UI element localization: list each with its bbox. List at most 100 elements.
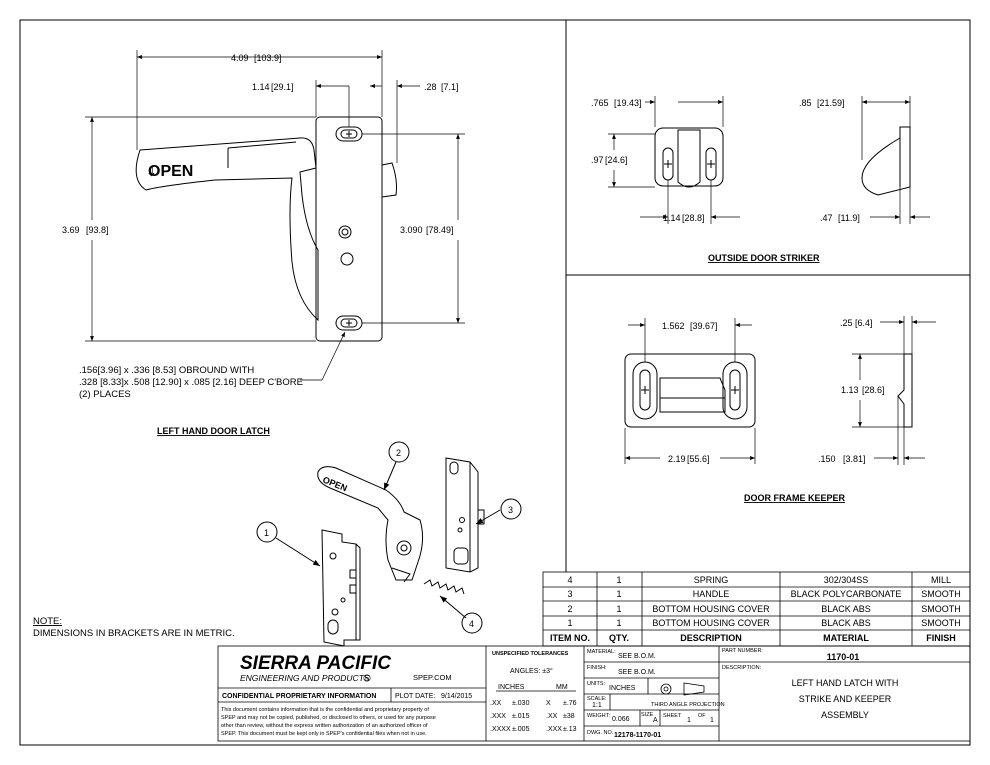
company-sub: ENGINEERING AND PRODUCTS (240, 673, 370, 683)
sheet-value: 1 (687, 717, 691, 724)
dim-keeper-thickness: .25 (840, 318, 853, 328)
tol-cell: X (546, 700, 551, 707)
bom-cell: 1 (616, 575, 621, 585)
description-line: LEFT HAND LATCH WITH (792, 678, 899, 688)
bom-cell: 302/304SS (824, 575, 869, 585)
balloon-1 (256, 521, 278, 543)
striker-side (861, 126, 911, 196)
dim-striker-height-mm: [24.6] (605, 155, 628, 165)
bom-cell: 3 (567, 589, 572, 599)
bom-cell: 1 (616, 618, 621, 628)
bom-cell: BLACK POLYCARBONATE (791, 589, 902, 599)
tol-cell: .XXX (546, 726, 562, 733)
dim-striker-depth: .85 (799, 98, 812, 108)
bom-cell: 2 (567, 604, 572, 614)
keeper-caption: DOOR FRAME KEEPER (744, 493, 846, 503)
description-line: STRIKE AND KEEPER (799, 694, 892, 704)
bom-cell: BLACK ABS (821, 618, 871, 628)
latch-bolt (381, 162, 397, 198)
latch-mount-hole (340, 252, 354, 266)
finish-label: FINISH: (587, 665, 607, 671)
latch-handle (135, 137, 319, 322)
bom-header: DESCRIPTION (680, 633, 742, 643)
scale-label: SCALE: (587, 696, 607, 702)
dim-hole-offset: 1.14 (252, 82, 270, 92)
latch-dimensions (85, 50, 465, 381)
latch-pivot-hole (338, 225, 352, 239)
bom-rows: 4 1 SPRING 302/304SS MILL 3 1 HANDLE BLA… (550, 575, 961, 643)
exploded-view (256, 441, 522, 647)
bom-cell: BOTTOM HOUSING COVER (652, 604, 770, 614)
dim-keeper-spacing-mm: [39.67] (690, 321, 718, 331)
bom-header: FINISH (926, 633, 956, 643)
weight-value: 0.066 (612, 716, 630, 723)
company-name: SIERRA PACIFIC (240, 653, 391, 674)
dim-overall-width: 4.09 (231, 53, 249, 63)
balloon-3 (500, 498, 522, 520)
dim-hole-offset-mm: [29.1] (271, 82, 294, 92)
material-value: SEE B.O.M. (618, 653, 656, 660)
weight-label: WEIGHT: (587, 713, 610, 719)
note-text: DIMENSIONS IN BRACKETS ARE IN METRIC. (33, 628, 235, 639)
company-website: SPEP.COM (413, 673, 452, 682)
tol-cell: .XXXX (490, 726, 511, 733)
dim-striker-thickness: .47 (820, 213, 833, 223)
dim-striker-spacing: 1.14 (663, 213, 681, 223)
bom-cell: BOTTOM HOUSING COVER (652, 618, 770, 628)
note-title: NOTE: (33, 616, 62, 627)
bom-cell: SMOOTH (921, 589, 961, 599)
bom-cell: BLACK ABS (821, 604, 871, 614)
confidential-title: CONFIDENTIAL PROPRIETARY INFORMATION (222, 693, 376, 700)
dim-keeper-lip-mm: [3.81] (843, 454, 866, 464)
confidential-line: SPEP and may not be copied, published, o… (221, 715, 436, 721)
exploded-part-3 (445, 457, 479, 573)
exploded-part-4-spring (423, 579, 465, 595)
dim-bolt-mm: [7.1] (441, 82, 459, 92)
sheet-of-label: OF (698, 713, 706, 719)
tolerances-mm-label: MM (556, 684, 568, 691)
confidential-line: This document contains information that … (221, 707, 429, 713)
confidential-line: SPEP. This document must be kept only in… (221, 731, 427, 737)
dim-height-mm: [93.8] (86, 225, 109, 235)
latch-caption: LEFT HAND DOOR LATCH (157, 426, 270, 436)
keeper-front (624, 353, 756, 428)
dim-keeper-thickness-mm: [6.4] (855, 318, 873, 328)
title-block (217, 645, 971, 742)
sheet-border (19, 19, 971, 746)
striker-front (654, 127, 724, 187)
tolerances-inches-label: INCHES (498, 684, 525, 691)
dim-keeper-height: 1.13 (841, 385, 859, 395)
registered-mark (363, 674, 371, 682)
handle-grip-line (227, 141, 297, 149)
latch-callout-line-3: (2) PLACES (79, 389, 131, 400)
bom-cell: 1 (567, 618, 572, 628)
plot-date: 9/14/2015 (441, 693, 472, 700)
scale-value: 1:1 (592, 702, 602, 709)
striker-view (654, 126, 911, 196)
dim-keeper-spacing: 1.562 (662, 321, 685, 331)
dim-keeper-width-mm: [55.6] (687, 454, 710, 464)
dim-keeper-height-mm: [28.6] (862, 385, 885, 395)
dwg-label: DWG. NO. (587, 730, 614, 736)
projection-label: THIRD ANGLE PROJECTION (651, 702, 725, 708)
tol-cell: ±.76 (563, 700, 577, 707)
bom-header: QTY. (609, 633, 629, 643)
exploded-part-1 (321, 529, 357, 647)
dim-height: 3.69 (62, 225, 80, 235)
tol-cell: ±.13 (563, 726, 577, 733)
latch-handle-text: OPEN (148, 163, 193, 180)
bom-cell: SPRING (694, 575, 729, 585)
tol-cell: ±.015 (512, 713, 530, 720)
latch-housing (315, 116, 383, 342)
dim-keeper-width: 2.19 (668, 454, 686, 464)
units-label: UNITS: (587, 681, 606, 687)
dim-hole-spacing-mm: [78.49] (426, 225, 454, 235)
dwg-number: 12178-1170-01 (614, 732, 661, 739)
dim-striker-width: .765 (591, 98, 609, 108)
tolerances-angles: ANGLES: ±3° (510, 667, 553, 675)
tol-cell: ±.005 (512, 726, 530, 733)
bom-cell: SMOOTH (921, 618, 961, 628)
dim-keeper-lip: .150 (818, 454, 836, 464)
latch-view (135, 116, 397, 342)
finish-value: SEE B.O.M. (618, 669, 656, 676)
